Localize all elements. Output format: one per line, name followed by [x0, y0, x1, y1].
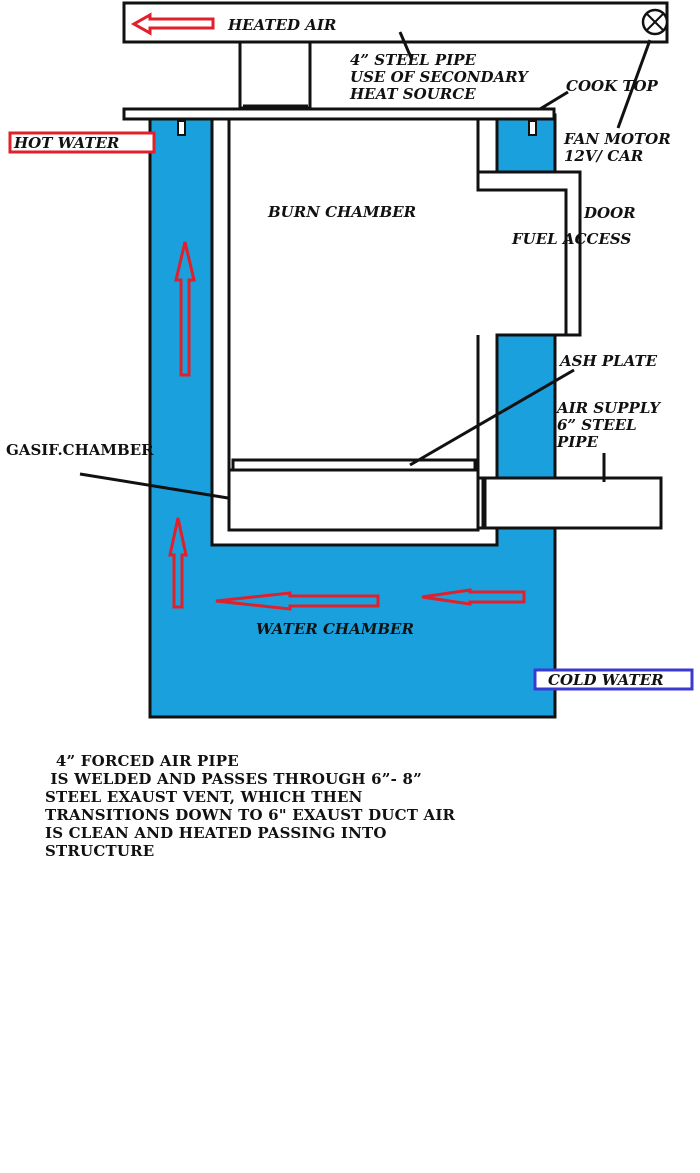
- exhaust-stack: [238, 40, 312, 110]
- cold-water-badge: COLD WATER: [533, 668, 694, 691]
- steel-pipe-label-line1: 4” STEEL PIPE: [350, 51, 476, 69]
- door-label: DOOR: [583, 204, 636, 222]
- air-supply-pipe: [476, 476, 663, 530]
- note-line-4: TRANSITIONS DOWN TO 6" EXAUST DUCT AIR: [45, 806, 456, 824]
- note-line-6: STRUCTURE: [45, 842, 155, 860]
- hot-water-badge: HOT WATER: [8, 131, 156, 154]
- fan-icon: [641, 8, 669, 36]
- air-supply-label-line1: AIR SUPPLY: [555, 399, 661, 417]
- burn-chamber-label: BURN CHAMBER: [267, 203, 416, 221]
- steel-pipe-label-line3: HEAT SOURCE: [349, 85, 476, 103]
- water-left-arrow-long: [215, 591, 380, 611]
- water-up-arrow-upper: [174, 241, 196, 377]
- cook-top-label: COOK TOP: [566, 77, 659, 95]
- water-up-arrow-lower: [168, 517, 188, 609]
- water-left-arrow-short: [421, 588, 526, 606]
- heated-air-label: HEATED AIR: [227, 16, 336, 34]
- leader-lines: [79, 31, 652, 500]
- hot-water-label: HOT WATER: [13, 134, 119, 152]
- note-line-3: STEEL EXAUST VENT, WHICH THEN: [45, 788, 363, 806]
- note-line-1: 4” FORCED AIR PIPE: [45, 752, 239, 770]
- water-chamber-label: WATER CHAMBER: [256, 620, 414, 638]
- fuel-access-label: FUEL ACCESS: [511, 230, 631, 248]
- air-supply-label-line3: PIPE: [556, 433, 599, 451]
- steel-pipe-label-line2: USE OF SECONDARY: [350, 68, 529, 86]
- heated-air-arrow: [130, 12, 215, 36]
- note-line-5: IS CLEAN AND HEATED PASSING INTO: [45, 824, 387, 842]
- note-line-2: IS WELDED AND PASSES THROUGH 6”- 8”: [45, 770, 422, 788]
- gasification-chamber: [227, 468, 480, 532]
- air-supply-label-line2: 6” STEEL: [557, 416, 637, 434]
- gasif-chamber-label: GASIF.CHAMBER: [6, 441, 154, 459]
- ash-plate-label: ASH PLATE: [558, 352, 658, 370]
- fan-motor-label-line1: FAN MOTOR: [563, 130, 671, 148]
- fan-motor-label-line2: 12V/ CAR: [564, 147, 643, 165]
- cold-water-label: COLD WATER: [548, 671, 664, 689]
- ash-plate: [231, 458, 477, 472]
- description-note: 4” FORCED AIR PIPE IS WELDED AND PASSES …: [45, 752, 605, 860]
